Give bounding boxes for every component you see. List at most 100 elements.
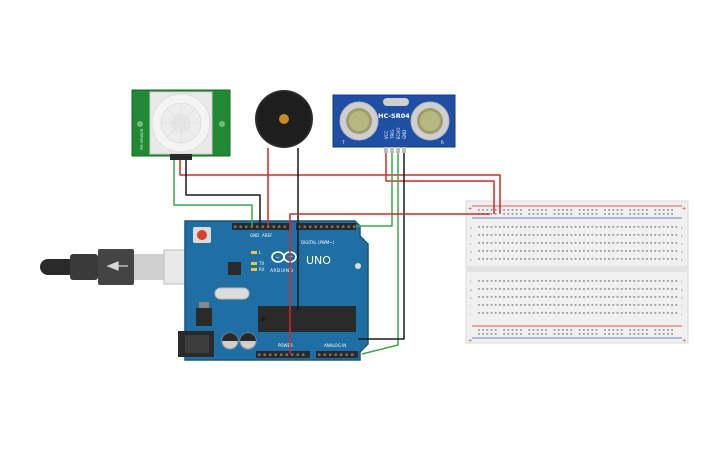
breadboard-hole[interactable] xyxy=(520,280,522,282)
breadboard-hole[interactable] xyxy=(583,258,585,260)
breadboard-hole[interactable] xyxy=(578,234,581,236)
breadboard-hole[interactable] xyxy=(650,312,652,314)
breadboard-hole[interactable] xyxy=(478,242,480,244)
breadboard-hole[interactable] xyxy=(515,288,518,290)
breadboard-hole[interactable] xyxy=(641,242,644,244)
breadboard-hole[interactable] xyxy=(507,250,510,252)
breadboard-hole[interactable] xyxy=(646,312,648,314)
breadboard-hole[interactable] xyxy=(536,329,539,331)
breadboard-hole[interactable] xyxy=(587,213,589,215)
breadboard-hole[interactable] xyxy=(486,296,489,298)
breadboard-hole[interactable] xyxy=(671,312,673,314)
breadboard-hole[interactable] xyxy=(490,213,493,215)
breadboard-hole[interactable] xyxy=(520,250,522,252)
breadboard-hole[interactable] xyxy=(528,213,531,215)
breadboard-hole[interactable] xyxy=(557,209,560,211)
breadboard-hole[interactable] xyxy=(608,258,610,260)
breadboard-hole[interactable] xyxy=(583,250,585,252)
breadboard-hole[interactable] xyxy=(511,280,514,282)
breadboard-hole[interactable] xyxy=(633,209,636,211)
breadboard-hole[interactable] xyxy=(633,258,636,260)
breadboard-hole[interactable] xyxy=(662,280,665,282)
breadboard-hole[interactable] xyxy=(616,312,619,314)
breadboard-hole[interactable] xyxy=(637,329,640,331)
breadboard-hole[interactable] xyxy=(587,242,589,244)
breadboard-hole[interactable] xyxy=(587,226,589,228)
breadboard-hole[interactable] xyxy=(650,234,652,236)
breadboard-hole[interactable] xyxy=(515,304,518,306)
breadboard-hole[interactable] xyxy=(654,242,657,244)
breadboard-hole[interactable] xyxy=(587,288,589,290)
breadboard-hole[interactable] xyxy=(494,312,497,314)
breadboard-hole[interactable] xyxy=(612,242,615,244)
breadboard-hole[interactable] xyxy=(486,288,489,290)
breadboard-hole[interactable] xyxy=(583,226,585,228)
breadboard-hole[interactable] xyxy=(553,250,556,252)
breadboard-hole[interactable] xyxy=(536,280,539,282)
breadboard-hole[interactable] xyxy=(599,234,602,236)
breadboard-hole[interactable] xyxy=(671,288,673,290)
breadboard-hole[interactable] xyxy=(545,296,547,298)
breadboard-hole[interactable] xyxy=(625,304,627,306)
breadboard-hole[interactable] xyxy=(604,329,606,331)
breadboard-hole[interactable] xyxy=(616,209,619,211)
breadboard-hole[interactable] xyxy=(570,296,573,298)
breadboard-hole[interactable] xyxy=(503,304,505,306)
breadboard-hole[interactable] xyxy=(499,250,501,252)
breadboard-hole[interactable] xyxy=(553,280,556,282)
breadboard-hole[interactable] xyxy=(578,304,581,306)
breadboard-hole[interactable] xyxy=(595,280,598,282)
breadboard-hole[interactable] xyxy=(654,258,657,260)
breadboard-hole[interactable] xyxy=(478,250,480,252)
breadboard-hole[interactable] xyxy=(494,226,497,228)
breadboard-hole[interactable] xyxy=(524,234,526,236)
breadboard-hole[interactable] xyxy=(620,258,623,260)
breadboard-hole[interactable] xyxy=(646,226,648,228)
breadboard-hole[interactable] xyxy=(587,258,589,260)
breadboard-hole[interactable] xyxy=(478,304,480,306)
breadboard-hole[interactable] xyxy=(515,242,518,244)
breadboard-hole[interactable] xyxy=(641,329,644,331)
breadboard-hole[interactable] xyxy=(620,312,623,314)
breadboard-hole[interactable] xyxy=(595,250,598,252)
breadboard-hole[interactable] xyxy=(486,234,489,236)
breadboard-hole[interactable] xyxy=(541,226,543,228)
breadboard-hole[interactable] xyxy=(541,312,543,314)
breadboard-hole[interactable] xyxy=(557,296,560,298)
breadboard-hole[interactable] xyxy=(482,329,484,331)
breadboard-hole[interactable] xyxy=(557,234,560,236)
breadboard-hole[interactable] xyxy=(667,288,669,290)
breadboard-hole[interactable] xyxy=(591,242,594,244)
breadboard-hole[interactable] xyxy=(595,329,598,331)
breadboard-hole[interactable] xyxy=(583,280,585,282)
breadboard-hole[interactable] xyxy=(583,234,585,236)
breadboard-hole[interactable] xyxy=(604,226,606,228)
breadboard-hole[interactable] xyxy=(566,250,568,252)
breadboard-hole[interactable] xyxy=(662,209,665,211)
breadboard-hole[interactable] xyxy=(625,250,627,252)
breadboard-hole[interactable] xyxy=(528,333,531,335)
breadboard-hole[interactable] xyxy=(604,209,606,211)
breadboard-hole[interactable] xyxy=(541,304,543,306)
breadboard-hole[interactable] xyxy=(541,258,543,260)
breadboard-hole[interactable] xyxy=(562,234,564,236)
breadboard-hole[interactable] xyxy=(524,296,526,298)
breadboard-hole[interactable] xyxy=(515,296,518,298)
breadboard-hole[interactable] xyxy=(591,280,594,282)
breadboard-hole[interactable] xyxy=(574,250,577,252)
breadboard-hole[interactable] xyxy=(671,250,673,252)
breadboard-hole[interactable] xyxy=(507,280,510,282)
breadboard-hole[interactable] xyxy=(629,242,631,244)
breadboard-hole[interactable] xyxy=(553,226,556,228)
breadboard-hole[interactable] xyxy=(541,250,543,252)
breadboard-hole[interactable] xyxy=(545,226,547,228)
breadboard-hole[interactable] xyxy=(515,209,518,211)
breadboard-hole[interactable] xyxy=(545,250,547,252)
breadboard-hole[interactable] xyxy=(507,333,510,335)
breadboard-hole[interactable] xyxy=(625,242,627,244)
breadboard-hole[interactable] xyxy=(633,312,636,314)
breadboard-hole[interactable] xyxy=(545,213,547,215)
breadboard-hole[interactable] xyxy=(549,226,552,228)
breadboard-hole[interactable] xyxy=(520,213,522,215)
breadboard-hole[interactable] xyxy=(667,250,669,252)
